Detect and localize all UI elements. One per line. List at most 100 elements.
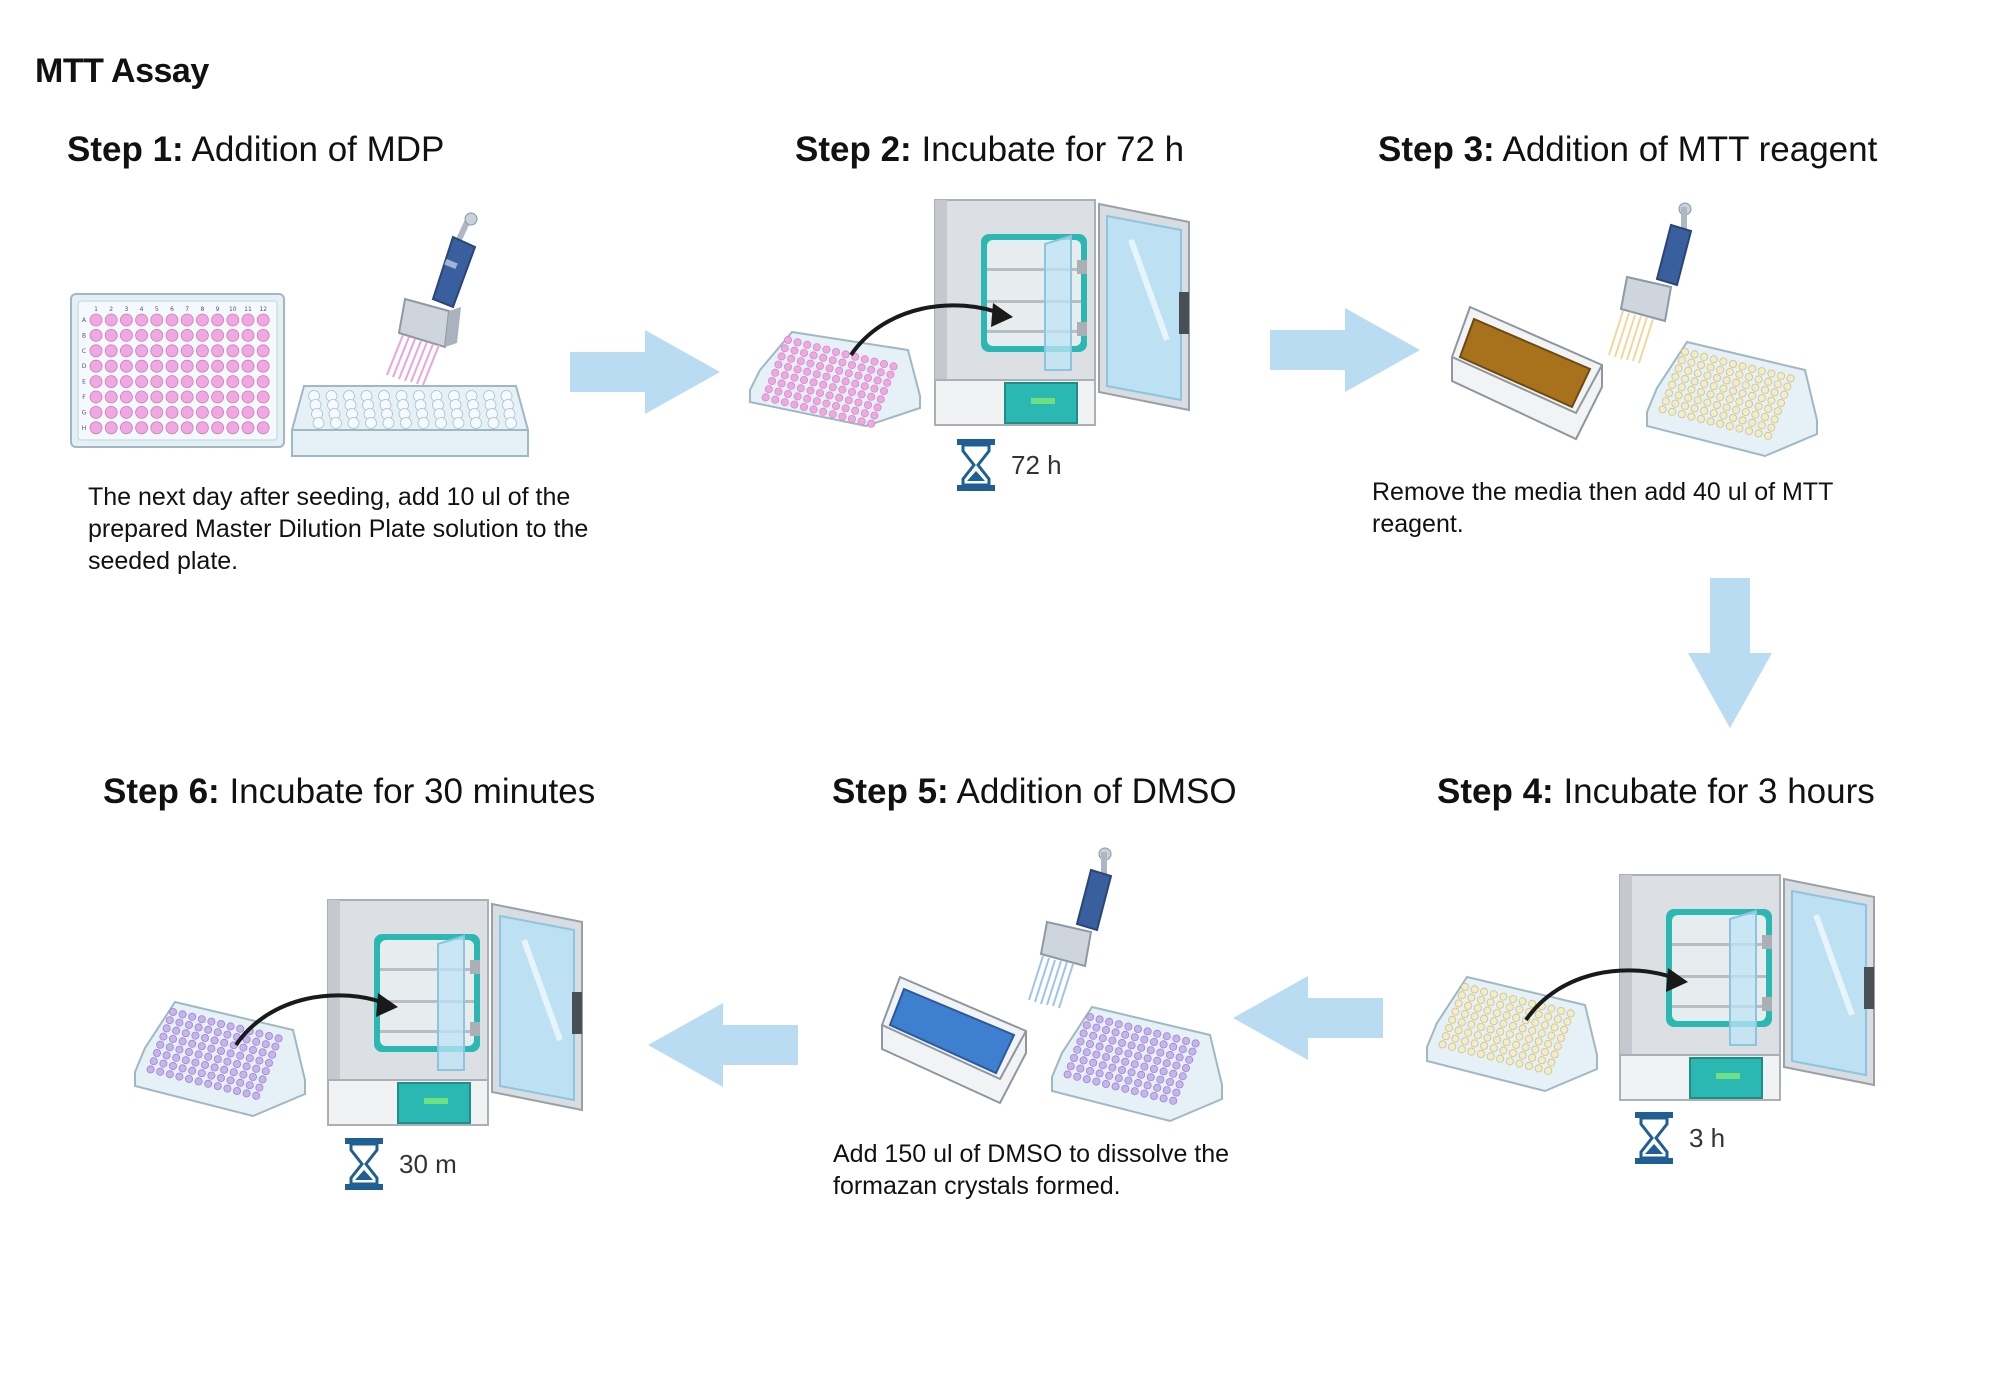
well [1515,1059,1524,1068]
well [1454,1026,1463,1035]
well [104,359,118,373]
well [851,406,860,415]
well [185,1020,194,1029]
plate-column-label: 11 [244,306,252,313]
well [1153,1083,1162,1092]
well [256,390,270,404]
well [211,313,225,327]
well [1509,994,1518,1003]
plate-row-label: G [82,409,87,416]
well [1531,1045,1540,1054]
well [249,1046,258,1055]
well [819,353,828,362]
well [1124,1076,1133,1085]
well [1470,1039,1479,1048]
well [1703,371,1712,380]
well [188,1039,197,1048]
well [150,313,164,327]
well [870,357,879,366]
well [1095,1015,1104,1024]
well [258,1075,267,1084]
well [1732,405,1741,414]
well [1092,1077,1101,1086]
well [1512,1013,1521,1022]
well [1082,1048,1091,1057]
step-6-title: Step 6: Incubate for 30 minutes [103,772,595,812]
well [1438,1040,1447,1049]
well [213,1082,222,1091]
well [1098,1061,1107,1070]
flow-arrow-right [570,330,720,414]
plate-row-label: H [82,425,87,432]
well [790,346,799,355]
well [1118,1039,1127,1048]
well [1143,1054,1152,1063]
well [274,1034,283,1043]
well [256,313,270,327]
well [1770,415,1779,424]
plate-column-label: 9 [216,306,220,313]
well [771,395,780,404]
well [1681,402,1690,411]
well [1175,1080,1184,1089]
well [825,391,834,400]
well [1127,1068,1136,1077]
well [1668,407,1677,416]
well [172,1053,181,1062]
well [226,1022,235,1031]
well [1544,1039,1553,1048]
well [1518,997,1527,1006]
well [1505,1057,1514,1066]
step-5-description: Add 150 ul of DMSO to dissolve the forma… [833,1140,1230,1200]
well [165,1043,174,1052]
well [1725,368,1734,377]
well [867,419,876,428]
well [104,390,118,404]
well [1140,1035,1149,1044]
well [185,1048,194,1057]
flow-arrow-left [1233,976,1383,1060]
well [876,395,885,404]
well [812,343,821,352]
well [1477,1050,1486,1059]
well [761,393,770,402]
hourglass-icon [957,439,995,491]
well [1086,1012,1095,1021]
well [150,406,164,419]
well [104,344,118,358]
well [165,1070,174,1079]
well [1761,386,1770,395]
well [1441,1032,1450,1041]
well [1159,1094,1168,1103]
well [1674,364,1683,373]
well [1073,1045,1082,1054]
well [1121,1057,1130,1066]
well [89,406,103,419]
well [1108,1036,1117,1045]
well [1082,1075,1091,1084]
well [864,401,873,410]
well [180,344,194,358]
well [1776,372,1785,381]
step-2-timer: 72 h [955,437,1062,493]
well [135,313,148,327]
plate-column-label: 10 [229,306,237,313]
well [1697,415,1706,424]
well [832,347,841,356]
plate-column-label: 8 [200,306,204,313]
well [809,351,818,360]
well [245,1054,254,1063]
well [470,417,482,429]
well [165,390,179,404]
well [400,417,412,429]
well [1156,1048,1165,1057]
well [1738,389,1747,398]
well [169,1035,178,1044]
well [1124,1022,1133,1031]
well [1761,413,1770,422]
well [242,1089,251,1098]
well [1473,1004,1482,1013]
well [175,1018,184,1027]
mtt-reagent-reservoir [1451,305,1603,441]
well [1528,999,1537,1008]
